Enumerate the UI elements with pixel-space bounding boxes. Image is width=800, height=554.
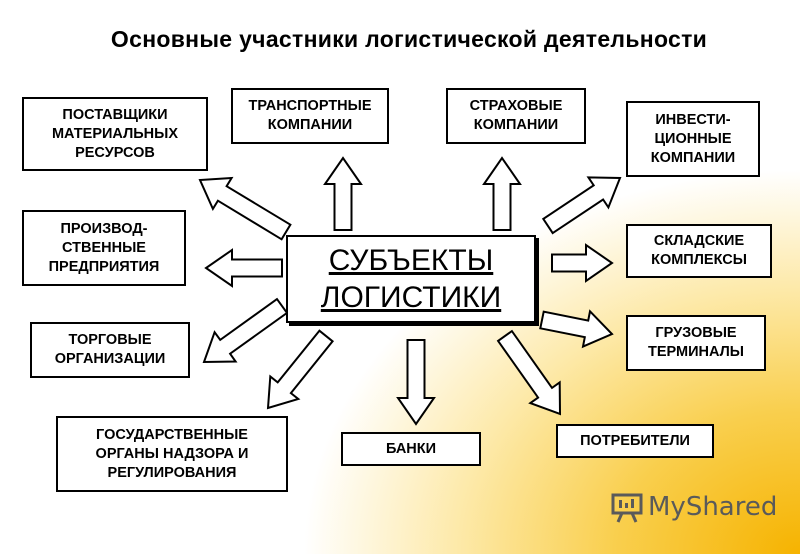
box-consumers: ПОТРЕБИТЕЛИ [556,424,714,458]
arrow-to-terminals [539,309,614,349]
label-transport: ТРАНСПОРТНЫЕ КОМПАНИИ [248,98,372,133]
box-government: ГОСУДАРСТВЕННЫЕ ОРГАНЫ НАДЗОРА И РЕГУЛИР… [56,416,288,492]
center-box: СУБЪЕКТЫ ЛОГИСТИКИ [286,235,536,323]
logo-text: MyShared [648,492,778,522]
arrow-to-manufacturers [204,248,283,288]
box-terminals: ГРУЗОВЫЕ ТЕРМИНАЛЫ [626,315,766,371]
label-consumers: ПОТРЕБИТЕЛИ [580,432,690,449]
arrow-to-warehouses [551,243,614,283]
label-government: ГОСУДАРСТВЕННЫЕ ОРГАНЫ НАДЗОРА И РЕГУЛИР… [95,426,249,481]
box-trade: ТОРГОВЫЕ ОРГАНИЗАЦИИ [30,322,190,378]
label-manufacturers: ПРОИЗВОД- СТВЕННЫЕ ПРЕДПРИЯТИЯ [48,220,160,275]
page-title: Основные участники логистической деятель… [110,26,708,52]
label-investment: ИНВЕСТИ- ЦИОННЫЕ КОМПАНИИ [650,111,736,166]
arrow-to-consumers [496,329,562,416]
presentation-board-icon [611,493,643,523]
box-suppliers: ПОСТАВЩИКИ МАТЕРИАЛЬНЫХ РЕСУРСОВ [22,97,208,171]
label-banks: БАНКИ [385,440,437,457]
arrow-to-insurance [482,156,522,231]
label-terminals: ГРУЗОВЫЕ ТЕРМИНАЛЫ [648,325,744,360]
arrow-to-banks [396,339,436,426]
label-insurance: СТРАХОВЫЕ КОМПАНИИ [469,98,563,133]
arrow-to-transport [323,156,363,231]
label-warehouses: СКЛАДСКИЕ КОМПЛЕКСЫ [651,233,747,268]
box-investment: ИНВЕСТИ- ЦИОННЫЕ КОМПАНИИ [626,101,760,177]
arrow-to-suppliers [198,176,292,241]
box-transport: ТРАНСПОРТНЫЕ КОМПАНИИ [231,88,389,144]
label-suppliers: ПОСТАВЩИКИ МАТЕРИАЛЬНЫХ РЕСУРСОВ [51,106,179,161]
label-trade: ТОРГОВЫЕ ОРГАНИЗАЦИИ [54,332,166,367]
logo: MyShared [610,490,777,524]
box-insurance: СТРАХОВЫЕ КОМПАНИИ [446,88,586,144]
arrow-to-trade [202,297,289,364]
box-banks: БАНКИ [341,432,481,466]
arrow-to-government [266,329,335,410]
box-warehouses: СКЛАДСКИЕ КОМПЛЕКСЫ [626,224,772,278]
box-manufacturers: ПРОИЗВОД- СТВЕННЫЕ ПРЕДПРИЯТИЯ [22,210,186,286]
arrow-to-investment [541,176,622,235]
